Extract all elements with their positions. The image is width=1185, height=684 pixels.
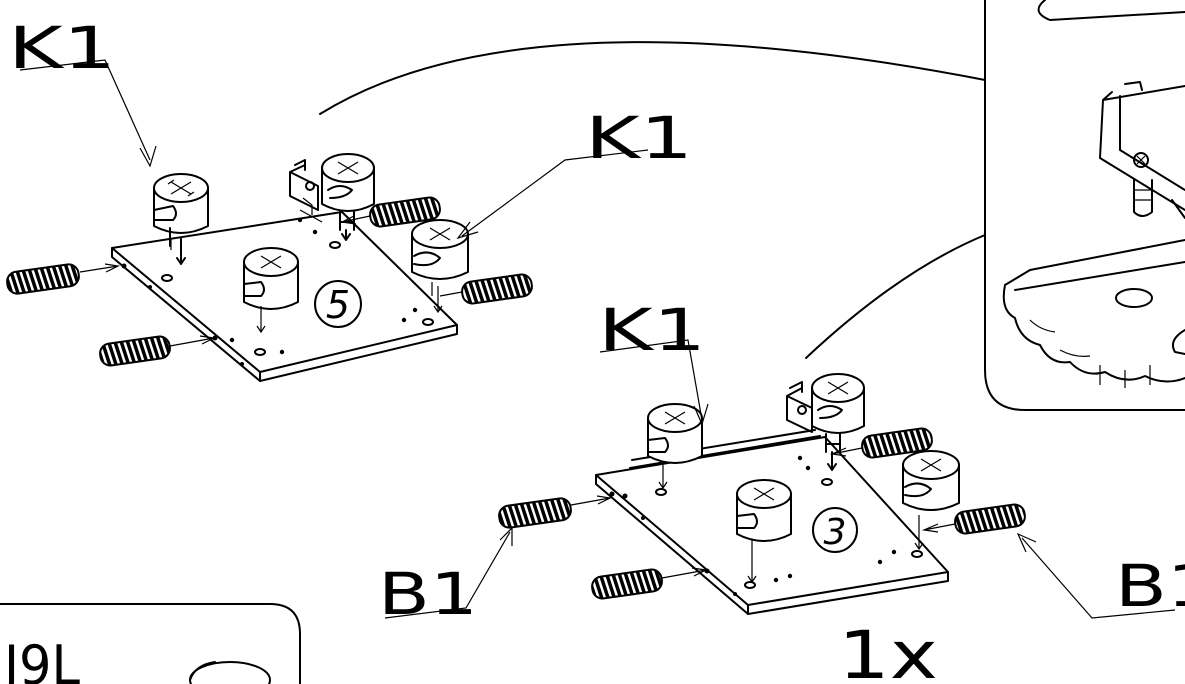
bracket-lower	[786, 381, 813, 433]
dowel-b1	[340, 196, 441, 228]
cam-lock-k1	[647, 403, 703, 490]
panel-upper-number: 5	[326, 283, 350, 327]
leader-lines	[19, 59, 1176, 619]
zoom-arc-lower	[805, 234, 986, 359]
dowel-b1	[498, 495, 612, 529]
cam-lock-k1	[243, 247, 299, 334]
cam-lock-k1	[153, 173, 209, 265]
cam-locks	[153, 153, 960, 584]
panel-lower-number-circle	[812, 507, 858, 553]
label-b1-right: B1	[1115, 552, 1185, 620]
dowel-b1	[99, 335, 216, 367]
label-detail-code: J9L	[1, 634, 80, 684]
dowels	[6, 196, 1026, 600]
detail-inset-bottom	[0, 603, 301, 684]
panel-upper-number-circle	[314, 280, 362, 328]
cam-lock-k1	[902, 450, 960, 551]
label-k1-top-left: K1	[8, 14, 116, 82]
label-k1-top-right: K1	[585, 104, 693, 172]
cam-lock-k1	[321, 153, 375, 241]
detail-inset	[984, 0, 1185, 411]
dowel-b1	[921, 503, 1026, 535]
cam-lock-k1	[736, 479, 792, 584]
zoom-arc-top	[319, 41, 986, 115]
dowel-b1	[829, 427, 933, 459]
cam-lock-k1	[811, 373, 865, 471]
label-b1-left: B1	[378, 560, 478, 628]
label-k1-middle: K1	[598, 296, 706, 364]
panel-lower-number: 3	[824, 512, 847, 553]
dowel-b1	[439, 273, 533, 305]
dowel-b1	[6, 263, 120, 295]
cam-lock-k1	[411, 219, 469, 314]
dowel-b1	[591, 567, 708, 600]
label-quantity: 1x	[838, 617, 938, 684]
